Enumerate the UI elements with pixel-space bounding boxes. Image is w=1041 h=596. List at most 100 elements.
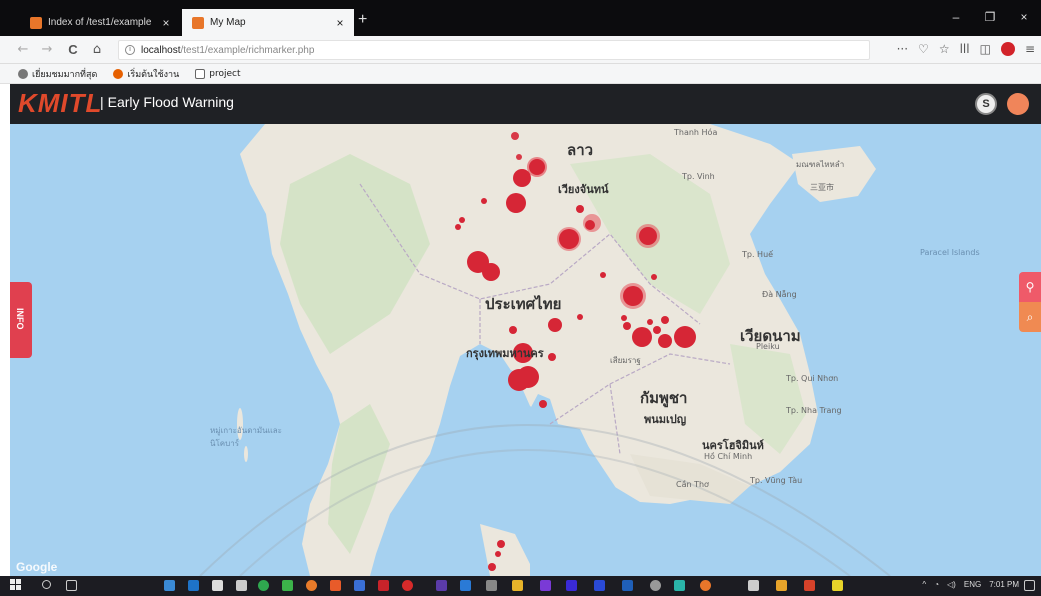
taskbar-app-icon[interactable] bbox=[650, 580, 661, 591]
pocket-icon[interactable]: ♡ bbox=[918, 42, 929, 56]
clock[interactable]: 7:01 PM bbox=[989, 580, 1019, 589]
taskbar-app-icon[interactable] bbox=[282, 580, 293, 591]
avatar[interactable] bbox=[1007, 93, 1029, 115]
bookmark-most-visited[interactable]: เยี่ยมชมมากที่สุด bbox=[18, 67, 97, 81]
task-view-icon[interactable] bbox=[66, 580, 77, 591]
taskbar-app-icon[interactable] bbox=[330, 580, 341, 591]
google-attribution[interactable]: Google bbox=[16, 560, 58, 574]
menu-icon[interactable]: ≡ bbox=[1024, 42, 1035, 56]
map-label-hcmc-en: Hồ Chí Minh bbox=[704, 452, 753, 461]
taskbar-app-icon[interactable] bbox=[776, 580, 787, 591]
bookmark-star-icon[interactable]: ☆ bbox=[938, 42, 950, 56]
taskbar-app-icon[interactable] bbox=[832, 580, 843, 591]
tab-my-map[interactable]: My Map × bbox=[182, 9, 354, 36]
flood-marker bbox=[651, 274, 657, 280]
flood-marker bbox=[482, 263, 500, 281]
sidebar-icon[interactable]: ◫ bbox=[979, 42, 991, 56]
map-label-hue: Tp. Huế bbox=[742, 250, 774, 259]
page-title: |Early Flood Warning bbox=[100, 94, 234, 110]
map-label-sanya: 三亚市 bbox=[810, 183, 834, 192]
flood-marker bbox=[674, 326, 696, 348]
search-icon[interactable] bbox=[42, 580, 51, 589]
taskbar-app-icon[interactable] bbox=[622, 580, 633, 591]
page-favicon-icon bbox=[30, 16, 42, 29]
taskbar-app-icon[interactable] bbox=[674, 580, 685, 591]
url-host: localhost bbox=[141, 44, 181, 56]
taskbar-app-icon[interactable] bbox=[748, 580, 759, 591]
maximize-button[interactable]: ❐ bbox=[984, 10, 996, 24]
site-info-icon[interactable]: i bbox=[125, 45, 135, 55]
flood-marker bbox=[577, 314, 583, 320]
minimize-button[interactable]: – bbox=[952, 10, 960, 24]
tab-close-icon[interactable]: × bbox=[336, 15, 344, 30]
bookmark-getting-started[interactable]: เริ่มต้นใช้งาน bbox=[113, 67, 179, 81]
new-tab-button[interactable]: + bbox=[358, 11, 368, 28]
folder-icon[interactable] bbox=[512, 580, 523, 591]
flood-marker bbox=[639, 227, 657, 245]
bookmark-project[interactable]: project bbox=[195, 68, 241, 79]
folder-icon bbox=[195, 68, 206, 79]
map-label-danang: Đà Nẵng bbox=[762, 290, 797, 299]
flood-map[interactable]: ลาว เวียงจันทน์ ประเทศไทย เวียดนาม กรุงเ… bbox=[10, 124, 1041, 576]
kmitl-logo[interactable]: KMITL bbox=[18, 88, 103, 118]
firefox-icon[interactable] bbox=[306, 580, 317, 591]
info-panel-tab[interactable]: INFO bbox=[10, 282, 32, 358]
notification-icon[interactable] bbox=[1024, 580, 1035, 591]
back-button[interactable]: ← bbox=[17, 42, 29, 57]
chevron-up-icon[interactable]: ^ bbox=[922, 580, 927, 589]
flood-marker bbox=[632, 327, 652, 347]
language-indicator[interactable]: ENG bbox=[963, 580, 982, 589]
flood-marker bbox=[576, 205, 584, 213]
user-badge[interactable]: S bbox=[975, 93, 997, 115]
flood-marker bbox=[495, 551, 501, 557]
taskbar-app-icon[interactable] bbox=[460, 580, 471, 591]
land-malaya bbox=[480, 524, 530, 576]
flood-marker bbox=[600, 272, 606, 278]
url-bar[interactable]: i localhost/test1/example/richmarker.php bbox=[118, 40, 870, 60]
map-label-thanhhoa: Thanh Hóa bbox=[674, 128, 718, 137]
bookmark-label: project bbox=[209, 68, 241, 79]
url-path: /test1/example/richmarker.php bbox=[180, 44, 315, 56]
map-label-paracel: Paracel Islands bbox=[920, 248, 980, 257]
library-icon[interactable]: lll bbox=[959, 42, 970, 56]
flood-marker bbox=[621, 315, 627, 321]
extension-icon[interactable] bbox=[1000, 42, 1015, 56]
tab-index[interactable]: Index of /test1/example × bbox=[20, 9, 180, 36]
mail-icon[interactable] bbox=[236, 580, 247, 591]
flood-marker bbox=[623, 322, 631, 330]
store-icon[interactable] bbox=[212, 580, 223, 591]
close-window-button[interactable]: × bbox=[1020, 10, 1028, 24]
map-label-cantho: Cần Thơ bbox=[676, 480, 709, 489]
taskbar-app-icon[interactable] bbox=[378, 580, 389, 591]
edge-icon[interactable] bbox=[188, 580, 199, 591]
tab-close-icon[interactable]: × bbox=[162, 15, 170, 30]
search-icon[interactable]: ⌕ bbox=[1019, 302, 1041, 332]
map-canvas bbox=[199, 124, 891, 576]
chrome-icon[interactable] bbox=[258, 580, 269, 591]
map-label-vietnam: เวียดนาม bbox=[740, 327, 801, 345]
taskbar-app-icon[interactable] bbox=[804, 580, 815, 591]
home-button[interactable]: ⌂ bbox=[92, 42, 102, 57]
bookmarks-bar: เยี่ยมชมมากที่สุด เริ่มต้นใช้งาน project bbox=[0, 64, 1041, 84]
marker-icon[interactable]: ⚲ bbox=[1019, 272, 1041, 302]
land-delta bbox=[630, 454, 750, 504]
page-actions-icon[interactable]: ··· bbox=[896, 42, 909, 56]
windows-start-icon[interactable] bbox=[10, 579, 22, 591]
flood-marker bbox=[513, 169, 531, 187]
taskbar-app-icon[interactable] bbox=[700, 580, 711, 591]
taskbar-app-icon[interactable] bbox=[402, 580, 413, 591]
taskbar-app-icon[interactable] bbox=[594, 580, 605, 591]
taskbar-app-icon[interactable] bbox=[566, 580, 577, 591]
forward-button[interactable]: → bbox=[41, 42, 53, 57]
reload-button[interactable]: C bbox=[68, 42, 78, 57]
land-hainan bbox=[792, 146, 876, 202]
taskbar-app-icon[interactable] bbox=[354, 580, 365, 591]
flood-marker bbox=[539, 400, 547, 408]
taskbar-app-icon[interactable] bbox=[486, 580, 497, 591]
taskbar-app-icon[interactable] bbox=[436, 580, 447, 591]
taskbar-app-icon[interactable] bbox=[164, 580, 175, 591]
taskbar-app-icon[interactable] bbox=[540, 580, 551, 591]
network-icon[interactable]: ◔ bbox=[934, 580, 940, 589]
volume-icon[interactable]: ◁) bbox=[947, 580, 956, 589]
flood-marker bbox=[459, 217, 465, 223]
